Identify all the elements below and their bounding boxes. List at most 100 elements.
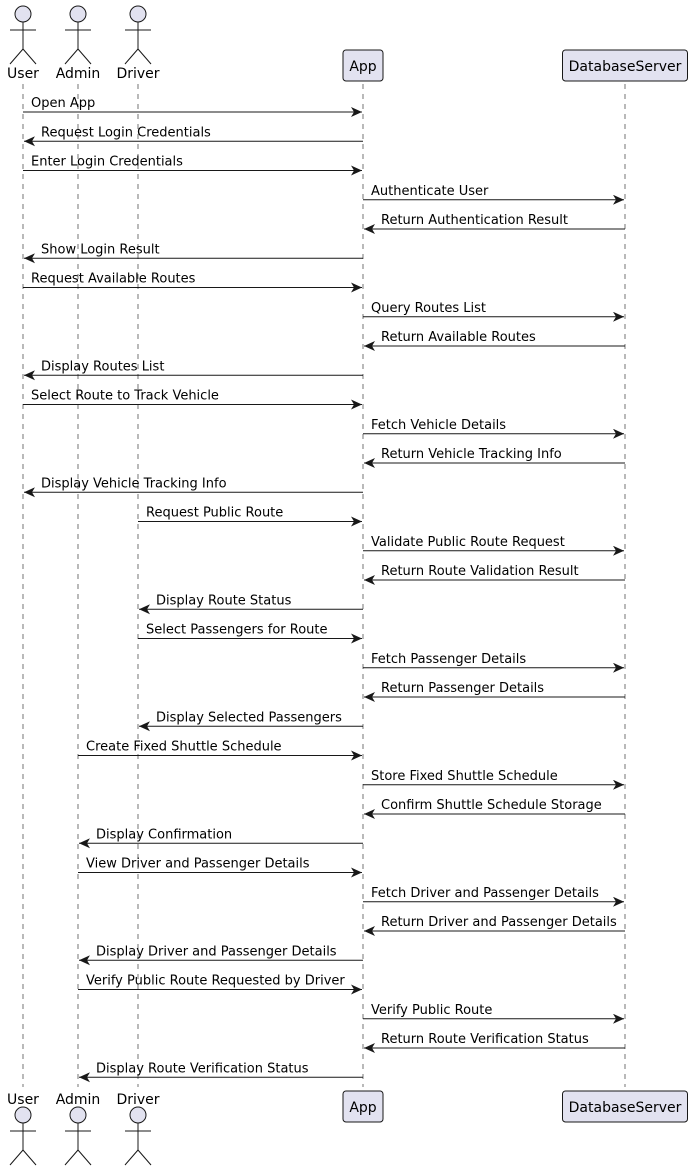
actor-icon xyxy=(124,1106,152,1166)
message-label: Select Passengers for Route xyxy=(146,623,328,638)
message-6: Show Login Result xyxy=(24,242,363,264)
actor-icon xyxy=(64,1106,92,1166)
participant-driver-top: Driver xyxy=(116,5,160,82)
participant-label: App xyxy=(349,1100,376,1116)
participant-user-top: User xyxy=(7,5,39,82)
participants-top: User Admin Driver App DatabaseServer xyxy=(7,5,688,82)
message-16: Validate Public Route Request xyxy=(363,535,624,556)
message-label: Return Route Validation Result xyxy=(381,564,579,579)
message-21: Return Passenger Details xyxy=(364,681,625,702)
actor-icon xyxy=(9,5,37,65)
participant-app-top: App xyxy=(342,49,384,82)
message-34: Display Route Verification Status xyxy=(79,1061,363,1083)
message-label: Store Fixed Shuttle Schedule xyxy=(371,769,558,784)
participant-box xyxy=(562,49,688,82)
message-label: Display Route Verification Status xyxy=(96,1061,309,1076)
message-label: Verify Public Route Requested by Driver xyxy=(86,974,345,989)
participant-box xyxy=(562,1090,688,1123)
actor-icon xyxy=(124,5,152,65)
message-30: Display Driver and Passenger Details xyxy=(79,944,363,966)
message-1: Open App xyxy=(23,96,362,117)
message-23: Create Fixed Shuttle Schedule xyxy=(78,740,362,761)
participant-db-bottom: DatabaseServer xyxy=(562,1090,688,1123)
participant-db-top: DatabaseServer xyxy=(562,49,688,82)
message-label: View Driver and Passenger Details xyxy=(86,857,310,872)
participant-admin-bottom: Admin xyxy=(56,1092,101,1166)
message-26: Display Confirmation xyxy=(79,827,363,849)
message-label: Confirm Shuttle Schedule Storage xyxy=(381,798,602,813)
message-label: Fetch Driver and Passenger Details xyxy=(371,886,599,901)
message-label: Return Route Verification Status xyxy=(381,1032,589,1047)
message-label: Display Vehicle Tracking Info xyxy=(41,476,227,491)
participant-label: DatabaseServer xyxy=(569,59,682,75)
message-label: Select Route to Track Vehicle xyxy=(31,389,219,404)
message-2: Request Login Credentials xyxy=(24,125,363,147)
message-label: Display Selected Passengers xyxy=(156,710,342,725)
participant-driver-bottom: Driver xyxy=(116,1092,160,1166)
message-label: Validate Public Route Request xyxy=(371,535,565,550)
message-17: Return Route Validation Result xyxy=(364,564,625,585)
message-13: Return Vehicle Tracking Info xyxy=(364,447,625,468)
message-label: Display Route Status xyxy=(156,593,292,608)
message-29: Return Driver and Passenger Details xyxy=(364,915,625,936)
message-32: Verify Public Route xyxy=(363,1003,624,1024)
message-19: Select Passengers for Route xyxy=(138,623,362,644)
message-label: Show Login Result xyxy=(41,242,160,257)
message-24: Store Fixed Shuttle Schedule xyxy=(363,769,624,790)
message-4: Authenticate User xyxy=(363,184,624,205)
message-label: Display Driver and Passenger Details xyxy=(96,944,337,959)
message-label: Display Confirmation xyxy=(96,827,232,842)
message-label: Open App xyxy=(31,96,95,111)
participant-label: Driver xyxy=(116,1092,159,1108)
message-label: Verify Public Route xyxy=(371,1003,492,1018)
message-8: Query Routes List xyxy=(363,301,624,322)
message-11: Select Route to Track Vehicle xyxy=(23,389,362,410)
actor-icon xyxy=(64,5,92,65)
participant-label: User xyxy=(7,1092,39,1108)
message-label: Create Fixed Shuttle Schedule xyxy=(86,740,282,755)
participant-label: Driver xyxy=(116,66,159,82)
message-3: Enter Login Credentials xyxy=(23,155,362,176)
message-label: Return Driver and Passenger Details xyxy=(381,915,617,930)
participant-box xyxy=(342,1090,384,1123)
message-label: Query Routes List xyxy=(371,301,486,316)
message-20: Fetch Passenger Details xyxy=(363,652,624,673)
message-label: Return Available Routes xyxy=(381,330,536,345)
message-label: Fetch Vehicle Details xyxy=(371,418,506,433)
message-14: Display Vehicle Tracking Info xyxy=(24,476,363,498)
participant-admin-top: Admin xyxy=(56,5,101,82)
message-27: View Driver and Passenger Details xyxy=(78,857,362,878)
lifelines xyxy=(22,84,626,1087)
message-label: Enter Login Credentials xyxy=(31,155,183,170)
participant-box xyxy=(342,49,384,82)
participant-label: Admin xyxy=(56,66,101,82)
message-label: Authenticate User xyxy=(371,184,489,199)
message-10: Display Routes List xyxy=(24,359,363,381)
message-31: Verify Public Route Requested by Driver xyxy=(78,974,362,995)
message-label: Request Public Route xyxy=(146,506,283,521)
message-label: Request Available Routes xyxy=(31,272,196,287)
message-9: Return Available Routes xyxy=(364,330,625,351)
message-22: Display Selected Passengers xyxy=(139,710,363,732)
message-label: Request Login Credentials xyxy=(41,125,211,140)
participant-label: Admin xyxy=(56,1092,101,1108)
message-15: Request Public Route xyxy=(138,506,362,527)
message-label: Display Routes List xyxy=(41,359,164,374)
participant-app-bottom: App xyxy=(342,1090,384,1123)
participant-label: User xyxy=(7,66,39,82)
message-label: Return Passenger Details xyxy=(381,681,544,696)
message-label: Return Vehicle Tracking Info xyxy=(381,447,562,462)
message-33: Return Route Verification Status xyxy=(364,1032,625,1053)
message-25: Confirm Shuttle Schedule Storage xyxy=(364,798,625,819)
message-12: Fetch Vehicle Details xyxy=(363,418,624,439)
message-7: Request Available Routes xyxy=(23,272,362,293)
participant-label: App xyxy=(349,59,376,75)
participant-user-bottom: User xyxy=(7,1092,39,1166)
message-label: Fetch Passenger Details xyxy=(371,652,526,667)
message-18: Display Route Status xyxy=(139,593,363,615)
message-28: Fetch Driver and Passenger Details xyxy=(363,886,624,907)
actor-icon xyxy=(9,1106,37,1166)
